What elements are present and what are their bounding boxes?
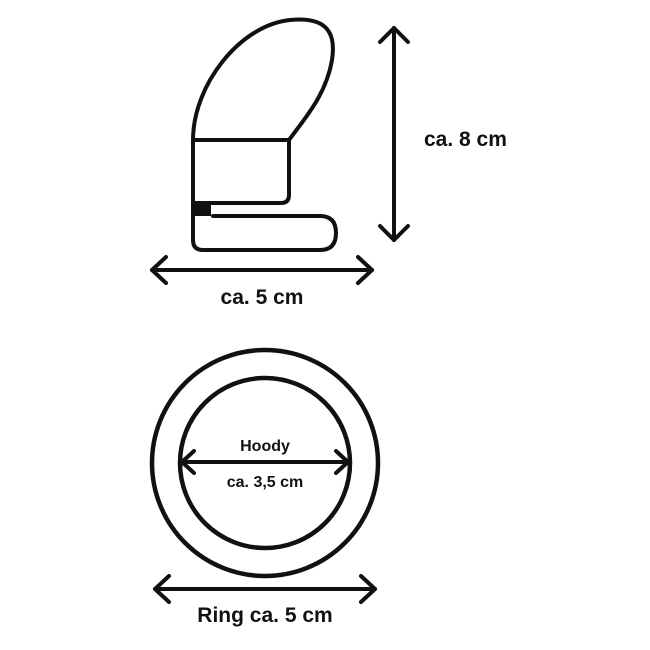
product-side-view [191, 17, 338, 252]
height-label: ca. 8 cm [424, 128, 507, 151]
product-tip-outline [191, 17, 335, 142]
width-arrow [150, 255, 374, 285]
height-arrow [378, 26, 410, 242]
product-body-outline [191, 138, 291, 205]
width-label: ca. 5 cm [221, 286, 304, 309]
ring-inner-circle [177, 375, 353, 551]
ring-width-label: Ring ca. 5 cm [197, 604, 332, 627]
product-base-outline [191, 201, 338, 252]
ring-outer-circle [149, 347, 381, 579]
product-button-mark [193, 203, 211, 216]
ring-top-view [149, 347, 381, 579]
inner-diameter-arrow [180, 449, 350, 475]
inner-diameter-label: ca. 3,5 cm [227, 474, 304, 491]
inner-title-label: Hoody [240, 438, 290, 455]
ring-width-arrow [153, 574, 377, 604]
